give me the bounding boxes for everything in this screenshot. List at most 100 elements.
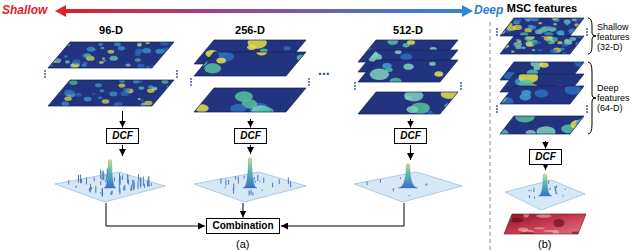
ellipsis-dot <box>496 34 498 36</box>
feature-map <box>194 88 306 117</box>
ellipsis-dot <box>176 73 178 75</box>
response-noise <box>80 175 81 184</box>
feature-blob <box>72 59 80 64</box>
feature-blob <box>64 93 68 95</box>
image-blob <box>508 218 523 223</box>
feature-blob <box>500 23 506 26</box>
response-peak <box>538 174 552 197</box>
label: (a) <box>236 238 249 251</box>
feature-blob <box>102 58 105 60</box>
feature-ground <box>48 80 174 106</box>
feature-blob <box>556 31 563 35</box>
image-outline <box>504 214 586 234</box>
feature-blob <box>102 99 109 103</box>
ellipsis-dot <box>308 81 310 83</box>
feature-blob <box>581 44 586 47</box>
feature-map <box>358 89 458 114</box>
feature-blob <box>496 74 509 82</box>
image-blob <box>536 214 551 218</box>
response-noise <box>119 188 120 194</box>
response-noise <box>94 177 95 181</box>
feature-blob <box>133 80 139 84</box>
feature-blob <box>147 89 154 93</box>
label: ... <box>318 62 330 78</box>
response-noise <box>148 176 149 185</box>
response-noise <box>131 185 132 191</box>
feature-map <box>358 60 458 85</box>
response-noise <box>140 177 141 186</box>
feature-blob <box>502 39 508 42</box>
response-noise <box>95 186 96 193</box>
response-noise <box>68 180 69 184</box>
response-noise <box>288 177 289 184</box>
label: (b) <box>538 238 551 251</box>
response-noise <box>100 169 101 179</box>
feature-blob <box>532 42 538 45</box>
feature-blob <box>571 18 576 21</box>
feature-stack: 512-D <box>352 24 464 118</box>
ellipsis-dot <box>460 85 462 87</box>
label: Deep <box>474 3 503 17</box>
connector-arrow <box>545 141 546 149</box>
response-noise <box>257 174 258 181</box>
feature-outline <box>500 36 584 54</box>
image-blob <box>580 232 586 235</box>
feature-blob <box>566 22 571 25</box>
feature-ground <box>500 18 584 36</box>
response-noise <box>112 191 113 195</box>
response-noise <box>90 184 91 193</box>
response-noise <box>128 180 129 185</box>
response-noise <box>228 181 229 185</box>
response-noise <box>132 180 133 181</box>
feature-blob <box>120 91 129 96</box>
response-noise <box>400 177 401 179</box>
feature-blob <box>498 45 503 48</box>
feature-blob <box>516 39 520 41</box>
response-noise <box>380 179 381 183</box>
feature-ground <box>48 42 174 68</box>
feature-blob <box>403 64 413 70</box>
feature-blob <box>515 111 535 123</box>
feature-map <box>44 40 174 69</box>
response-noise <box>263 178 264 183</box>
feature-blob <box>137 43 142 46</box>
feature-outline <box>194 88 306 112</box>
process-box: DCF <box>394 128 427 144</box>
ellipsis-dot <box>44 73 46 75</box>
response-noise <box>249 191 250 194</box>
feature-blob <box>370 69 389 81</box>
feature-blob <box>123 88 130 92</box>
feature-map <box>46 78 175 107</box>
feature-map <box>497 16 584 38</box>
feature-blob <box>521 47 525 50</box>
ellipsis-dot <box>176 76 178 78</box>
feature-map <box>496 111 592 138</box>
feature-blob <box>64 96 71 100</box>
feature-blob <box>498 27 503 30</box>
feature-blob <box>52 82 59 86</box>
response-noise <box>119 176 120 185</box>
response-noise <box>110 193 111 194</box>
response-noise <box>147 182 148 186</box>
feature-blob <box>161 80 168 84</box>
response-noise <box>254 177 255 181</box>
flow-arrow <box>122 145 123 156</box>
feature-blob <box>500 42 506 46</box>
image-ground <box>500 212 590 236</box>
ellipsis-dot <box>354 85 356 87</box>
response-noise <box>262 190 263 191</box>
feature-blob <box>564 20 571 24</box>
process-box: Combination <box>206 218 280 234</box>
feature-outline <box>500 116 584 134</box>
response-noise <box>148 177 149 186</box>
feature-outline <box>48 42 174 68</box>
response-noise <box>272 183 273 188</box>
process-box: DCF <box>234 128 267 144</box>
ellipsis-dot <box>44 70 46 72</box>
feature-blob <box>503 20 508 23</box>
depth-arrowhead <box>55 5 66 17</box>
feature-blob <box>64 55 68 57</box>
stack-heading: 256-D <box>192 24 308 37</box>
feature-stack: 96-D <box>48 24 174 110</box>
response-noise <box>393 188 394 191</box>
